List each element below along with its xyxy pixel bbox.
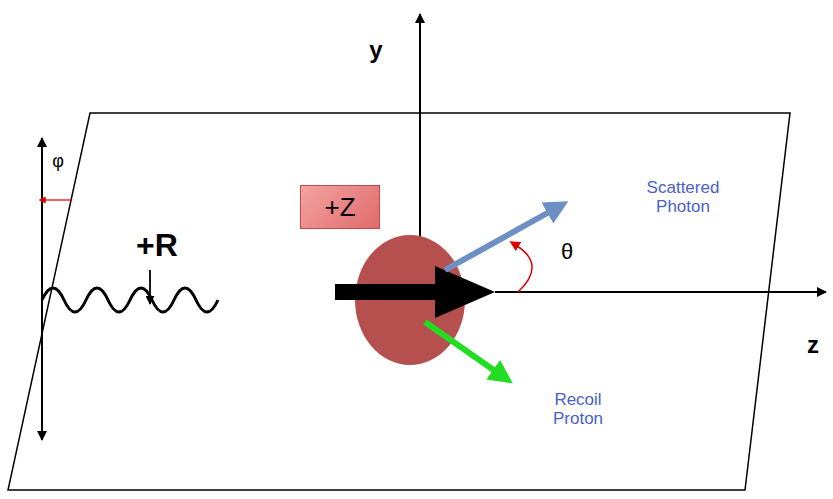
axis-label: y bbox=[369, 37, 382, 63]
particle-label: Scattered Photon bbox=[628, 179, 738, 216]
z-axis bbox=[495, 291, 826, 293]
helicity-label: +R bbox=[136, 228, 178, 263]
phi-arrow bbox=[40, 199, 72, 200]
box-label: +Z bbox=[324, 192, 355, 223]
polarization-axis bbox=[41, 138, 43, 440]
helicity-arrow bbox=[149, 270, 151, 304]
theta-arc bbox=[514, 244, 532, 292]
particle-label: Recoil Proton bbox=[533, 391, 623, 428]
angle-label: θ bbox=[561, 240, 573, 264]
scattering-plane bbox=[8, 113, 790, 490]
target-spin-arrow bbox=[335, 266, 495, 318]
label-box: +Z bbox=[300, 185, 380, 229]
photon-wave bbox=[42, 288, 218, 312]
scattered-photon-arrow bbox=[445, 206, 560, 270]
axis-label: z bbox=[807, 332, 819, 358]
recoil-proton-arrow bbox=[425, 322, 505, 378]
angle-label: φ bbox=[52, 152, 64, 172]
